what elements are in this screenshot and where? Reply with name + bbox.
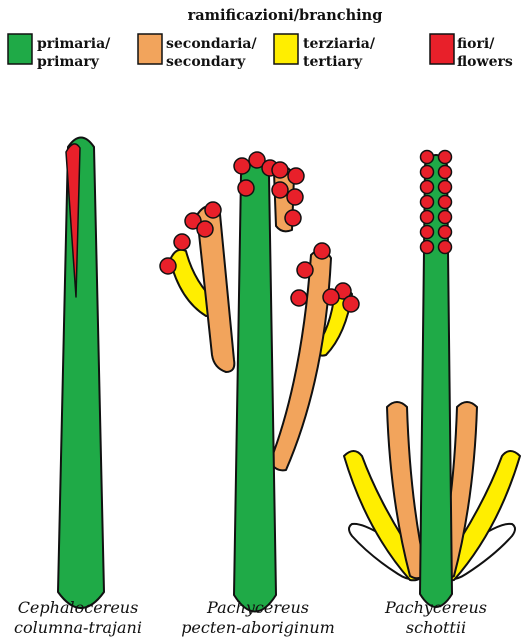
species-caption: columna-trajani — [14, 618, 142, 637]
flower — [272, 182, 288, 198]
flower — [439, 226, 452, 239]
flower — [421, 226, 434, 239]
flower — [439, 181, 452, 194]
primary-stem — [234, 163, 276, 612]
flower — [439, 241, 452, 254]
legend-swatch-flowers — [430, 34, 454, 64]
legend-label-secondary-2: secondary — [166, 54, 246, 70]
species-caption: pecten-aboriginum — [181, 618, 335, 637]
flower — [439, 196, 452, 209]
cactus-cephalocereus — [58, 138, 104, 609]
flower — [421, 166, 434, 179]
flower — [160, 258, 176, 274]
flower — [234, 158, 250, 174]
legend-label-flowers-2: flowers — [457, 54, 513, 70]
species-caption: Cephalocereus — [18, 598, 139, 617]
secondary-branch — [270, 250, 331, 470]
species-caption: schottii — [406, 618, 466, 637]
flower — [287, 189, 303, 205]
flower — [314, 243, 330, 259]
flower — [421, 151, 434, 164]
species-caption: Pachycereus — [384, 598, 487, 617]
flower — [343, 296, 359, 312]
flower — [297, 262, 313, 278]
legend-title: ramificazioni/branching — [188, 7, 383, 24]
flower — [323, 289, 339, 305]
flower — [238, 180, 254, 196]
legend-label-tertiary-1: terziaria/ — [303, 36, 376, 52]
legend-label-primary-2: primary — [37, 54, 100, 70]
species-caption: Pachycereus — [206, 598, 309, 617]
legend-swatch-primary — [8, 34, 32, 64]
legend-swatch-tertiary — [274, 34, 298, 64]
flower — [439, 151, 452, 164]
legend-swatch-secondary — [138, 34, 162, 64]
flower — [174, 234, 190, 250]
cactus-schottii — [344, 155, 520, 607]
flower — [421, 241, 434, 254]
legend-label-primary-1: primaria/ — [37, 36, 111, 52]
legend-label-secondary-1: secondaria/ — [166, 36, 257, 52]
flower — [421, 211, 434, 224]
primary-stem — [58, 138, 104, 609]
flower — [288, 168, 304, 184]
legend-label-tertiary-2: tertiary — [303, 54, 363, 70]
legend: ramificazioni/branching primaria/ primar… — [8, 7, 513, 70]
captions: Cephalocereus columna-trajani Pachycereu… — [14, 598, 487, 637]
flower — [272, 162, 288, 178]
flower — [439, 211, 452, 224]
legend-label-flowers-1: fiori/ — [457, 36, 495, 52]
flower — [421, 196, 434, 209]
flower — [197, 221, 213, 237]
flower — [439, 166, 452, 179]
flower — [421, 181, 434, 194]
flower — [205, 202, 221, 218]
flower — [291, 290, 307, 306]
flower — [285, 210, 301, 226]
